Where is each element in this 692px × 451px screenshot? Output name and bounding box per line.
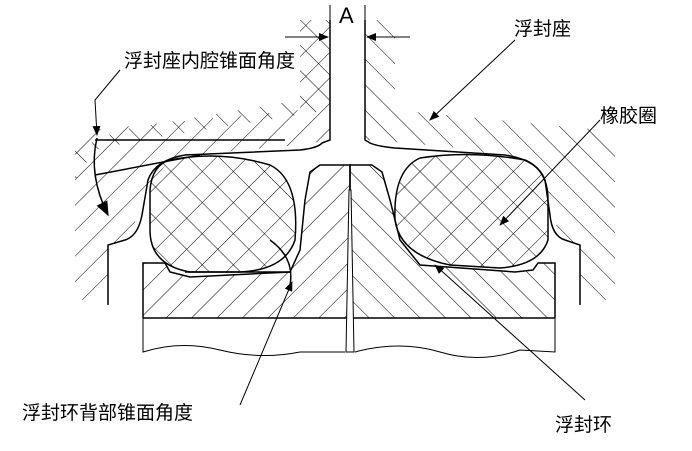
rubber-ring-right — [394, 153, 549, 269]
center-slit — [345, 189, 355, 353]
seat-cavity-angle-label: 浮封座内腔锥面角度 — [124, 50, 296, 72]
angle-lines — [93, 137, 292, 286]
float-ring-break-line — [142, 318, 556, 358]
ring-back-angle-label: 浮封环背部锥面角度 — [22, 402, 194, 424]
seat-left-body — [75, 20, 330, 300]
float-ring-label: 浮封环 — [555, 414, 613, 436]
leader-lines — [92, 39, 601, 406]
seat-label: 浮封座 — [514, 18, 572, 40]
rubber-ring-left — [149, 155, 297, 273]
seat-right-body — [365, 20, 615, 300]
rubber-ring-label: 橡胶圈 — [600, 105, 658, 127]
dimension-a — [285, 5, 410, 45]
dimension-a-label: A — [339, 3, 354, 28]
